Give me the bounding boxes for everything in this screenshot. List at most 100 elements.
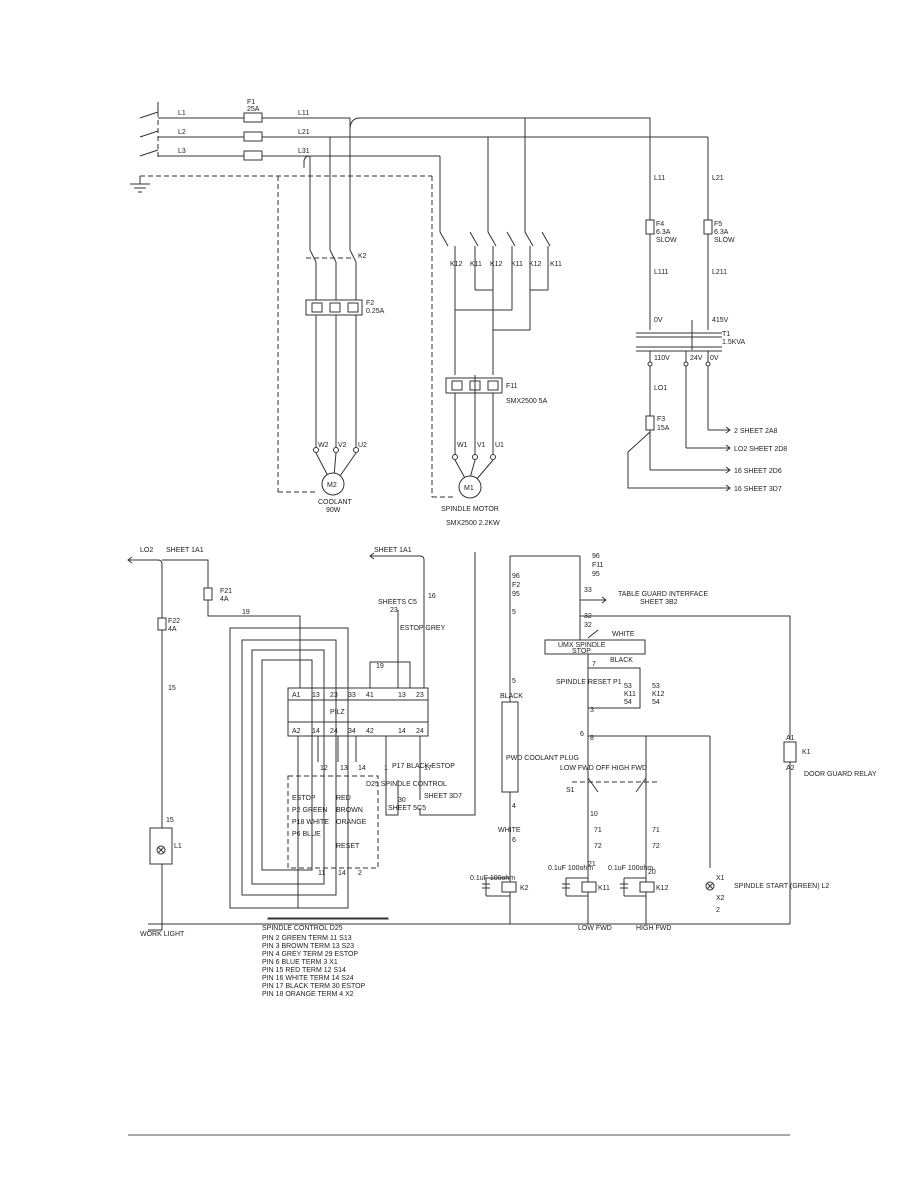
x2-label: X2: [716, 895, 725, 902]
l1-label: L1: [174, 843, 182, 850]
k11-54: 54: [624, 699, 632, 706]
sheet-ref: 16 SHEET 2D6: [734, 468, 782, 475]
selector-switch: LOW FWD OFF HIGH FWD: [560, 765, 647, 772]
relay-term: 34: [348, 728, 356, 735]
f11-name: F11: [592, 562, 604, 569]
relay-term: 33: [348, 692, 356, 699]
relay-term: 13: [312, 692, 320, 699]
f4-name: F4: [656, 221, 664, 228]
m2-name: M2: [327, 482, 337, 489]
sheet-ref: 16 SHEET 3D7: [734, 486, 782, 493]
k11-71: 71: [652, 827, 660, 834]
power-circuit: [130, 102, 731, 499]
contactor-label: K11: [511, 261, 523, 268]
f4-rating: 6.3A: [656, 229, 671, 236]
power-labels: L1 L2 L3 F1 25A L11 L21 L31 K2 F2 0.25A …: [178, 99, 787, 527]
secondary-24v: 24V: [690, 355, 703, 362]
sheet-ref: LO2 SHEET 2D8: [734, 446, 787, 453]
t1-name: T1: [722, 331, 730, 338]
m1-label: SPINDLE MOTOR: [441, 506, 499, 513]
xf-l11: L11: [654, 175, 665, 182]
x1-label: X1: [716, 875, 725, 882]
relay-model: PILZ: [330, 709, 346, 716]
work-light-label: WORK LIGHT: [140, 931, 185, 938]
pwd-coolant-plug: PWD COOLANT PLUG: [506, 755, 579, 762]
f22-name: F22: [168, 618, 180, 625]
relay-term: 23: [416, 692, 424, 699]
m1-model: SMX2500 2.2KW: [446, 520, 500, 527]
m2-label: COOLANT: [318, 499, 353, 506]
wire-19: 19: [242, 609, 250, 616]
pin-row: PIN 4 GREY TERM 29 ESTOP: [262, 951, 358, 958]
sheet-c5: SHEETS C5: [378, 599, 417, 606]
k12-aux: K12: [652, 691, 665, 698]
f1-name: F1: [247, 99, 255, 106]
wire-11: 11: [318, 870, 325, 877]
k1-a2: A2: [786, 765, 795, 772]
f2-name: F2: [512, 582, 520, 589]
contactor-label: K12: [529, 261, 542, 268]
relay-term: 41: [366, 692, 374, 699]
black-estop: P17 BLACK ESTOP: [392, 763, 455, 770]
high-fwd: HIGH FWD: [636, 925, 671, 932]
k12-54: 54: [652, 699, 660, 706]
pin-row: PIN 3 BROWN TERM 13 S23: [262, 943, 354, 950]
wire-14: 14: [358, 765, 366, 772]
wire-8: 8: [590, 735, 594, 742]
wire-32b: 32: [584, 622, 592, 629]
estop-box-label: P2 GREEN: [292, 807, 327, 814]
relay-term: 23: [330, 692, 338, 699]
k11-aux: K11: [624, 691, 636, 698]
m1-term-v1: V1: [477, 442, 486, 449]
pin-row: PIN 16 WHITE TERM 14 S24: [262, 975, 354, 982]
estop-box-label: ESTOP: [292, 795, 316, 802]
m1-term-u1: U1: [495, 442, 504, 449]
contactor-label: K11: [470, 261, 482, 268]
relay-term: A2: [292, 728, 301, 735]
wire-14b: 14: [338, 870, 346, 877]
k12-53: 53: [652, 683, 660, 690]
contactor-label: K12: [490, 261, 503, 268]
coil-k12: K12: [656, 885, 669, 892]
line-l1: L1: [178, 110, 186, 117]
f22-rating: 4A: [168, 626, 177, 633]
black-label-2: BLACK: [500, 693, 523, 700]
pin-row: PIN 17 BLACK TERM 30 ESTOP: [262, 983, 366, 990]
wire-5b: 5: [512, 678, 516, 685]
k11-72: 72: [652, 843, 660, 850]
f11-name: F11: [506, 383, 518, 390]
estop-box-label: P18 WHITE: [292, 819, 329, 826]
stop-label: STOP: [572, 648, 591, 655]
wire-5: 5: [512, 609, 516, 616]
f11-95: 95: [592, 571, 600, 578]
f11-rating: SMX2500 5A: [506, 398, 548, 405]
c5-num: 23: [390, 607, 398, 614]
line-l3: L3: [178, 148, 186, 155]
pin-row: PIN 15 RED TERM 12 S14: [262, 967, 346, 974]
f21-name: F21: [220, 588, 232, 595]
wire-15b: 15: [166, 817, 174, 824]
line-l11: L11: [298, 110, 309, 117]
contactor-label: K11: [550, 261, 562, 268]
wire-20: 20: [648, 869, 656, 876]
sheet-1a1-right: SHEET 1A1: [374, 547, 412, 554]
coil-k2: K2: [520, 885, 529, 892]
estop-box-label: P6 BLUE: [292, 831, 321, 838]
sheet-3b2: SHEET 3B2: [640, 599, 678, 606]
wire-2b: 2: [716, 907, 720, 914]
m2-term-w2: W2: [318, 442, 329, 449]
relay-term: 14: [312, 728, 320, 735]
l211: L211: [712, 269, 727, 276]
cap-k2: 0.1uF 100ohm: [470, 875, 515, 882]
door-guard-relay: DOOR GUARD RELAY: [804, 771, 877, 778]
wire-3: 3: [590, 707, 594, 714]
line-l21: L21: [298, 129, 310, 136]
relay-term: 24: [416, 728, 424, 735]
sheet-3d7: SHEET 3D7: [424, 793, 462, 800]
k1-label: K1: [802, 749, 811, 756]
coil-k11: K11: [598, 885, 610, 892]
relay-term: 24: [330, 728, 338, 735]
wire-33: 33: [584, 587, 592, 594]
lo2-label: LO2: [140, 547, 153, 554]
